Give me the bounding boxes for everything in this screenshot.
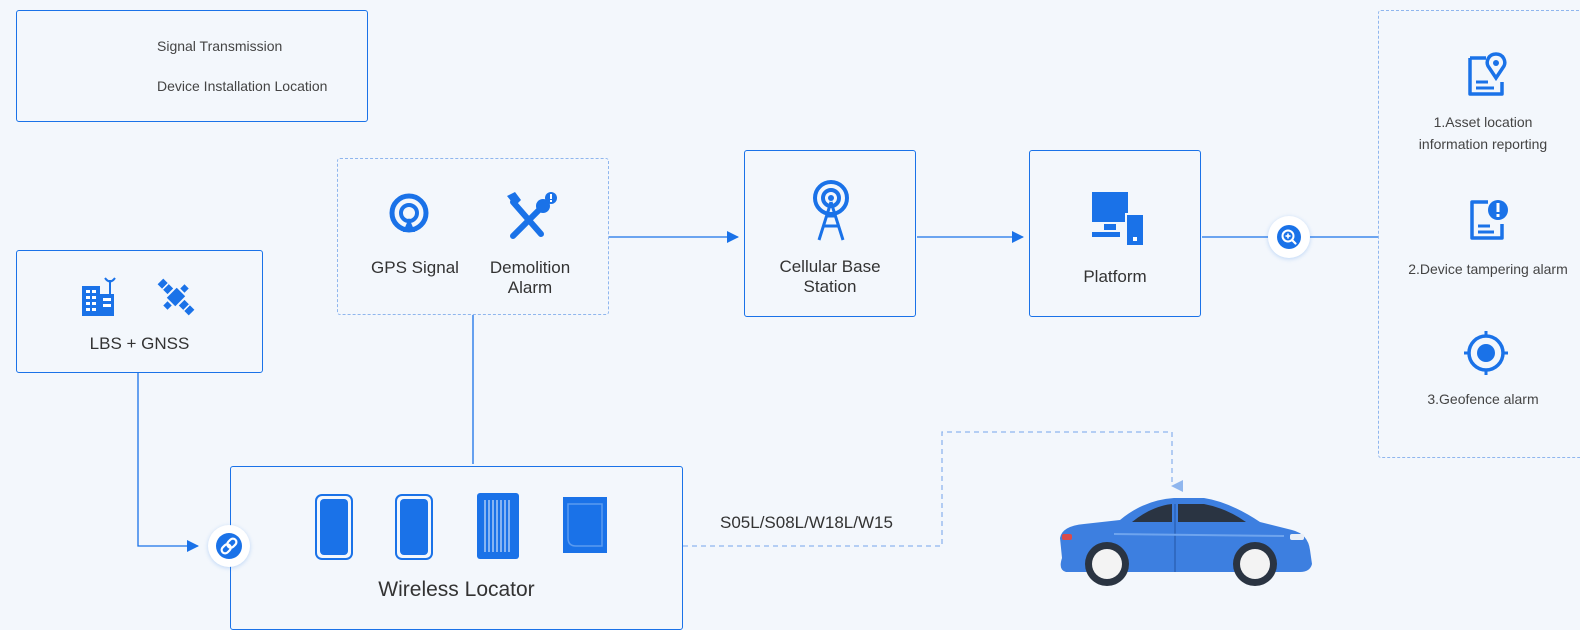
demolition-label-1: Demolition <box>489 258 571 277</box>
feature-1-line-2: information reporting <box>1418 136 1548 152</box>
locator-device-1-icon <box>315 494 353 560</box>
legend <box>16 10 368 122</box>
link-icon <box>216 533 242 559</box>
locator-device-4-icon <box>563 497 607 553</box>
legend-install-label: Device Installation Location <box>157 78 328 94</box>
lbs-gnss-label: LBS + GNSS <box>89 334 190 353</box>
feature-2-label: 2.Device tampering alarm <box>1408 261 1568 277</box>
feature-3-label: 3.Geofence alarm <box>1427 391 1539 407</box>
document-alert-icon <box>1470 200 1508 240</box>
zoom-icon <box>1277 225 1301 249</box>
building-antenna-icon <box>82 277 116 316</box>
demolition-label-2: Alarm <box>507 278 553 297</box>
lbs-gnss-box <box>16 250 263 373</box>
platform-label: Platform <box>1083 267 1147 286</box>
cellular-label-2: Station <box>803 277 857 296</box>
line-locator-to-car <box>683 431 1183 547</box>
locator-device-2-icon <box>395 494 433 560</box>
wireless-locator-box <box>230 466 683 630</box>
cell-tower-icon <box>813 180 849 241</box>
target-icon <box>1464 331 1508 375</box>
wireless-locator-label: Wireless Locator <box>378 578 535 601</box>
device-install-box <box>337 158 609 315</box>
gps-signal-label: GPS Signal <box>371 258 459 277</box>
document-location-icon <box>1468 52 1507 96</box>
search-button[interactable] <box>1268 216 1310 258</box>
locator-device-3-icon <box>477 493 519 559</box>
legend-signal-label: Signal Transmission <box>157 38 283 54</box>
features-panel <box>1378 10 1580 458</box>
tools-alert-icon <box>507 192 557 239</box>
feature-1-line-1: 1.Asset location <box>1433 114 1533 130</box>
models-label: S05L/S08L/W18L/W15 <box>720 513 893 532</box>
satellite-icon <box>157 278 195 316</box>
car-icon <box>1060 498 1312 586</box>
cellular-box <box>744 150 916 317</box>
cellular-label-1: Cellular Base <box>779 257 881 276</box>
computer-icon <box>1092 192 1145 247</box>
gps-signal-icon <box>389 193 429 233</box>
link-button[interactable] <box>208 525 250 567</box>
line-lbs-to-locator <box>137 372 199 552</box>
